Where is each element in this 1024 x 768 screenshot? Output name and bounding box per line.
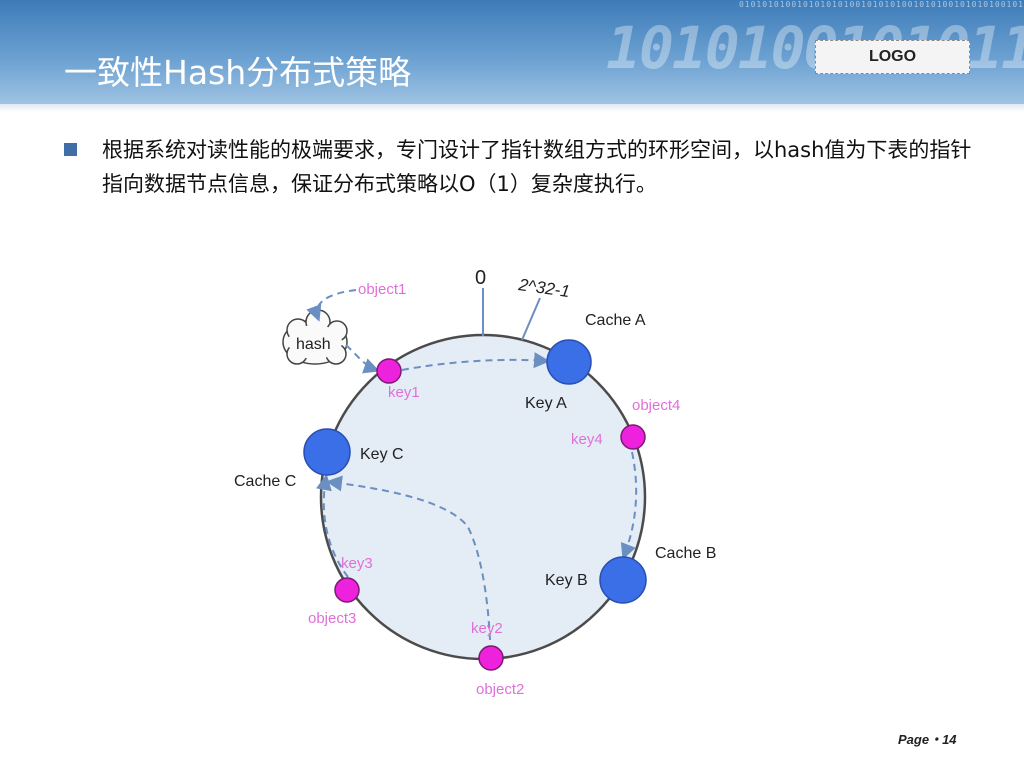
page-number: Page・14	[898, 732, 957, 747]
ring-end-tick	[521, 297, 541, 341]
key4-label: key4	[571, 431, 603, 448]
header-stripe	[0, 104, 1024, 112]
key3-label: key3	[341, 555, 373, 572]
hash-label: hash	[296, 336, 331, 353]
key-b-label: Key B	[545, 572, 588, 589]
logo-placeholder: LOGO	[815, 40, 970, 74]
slide-title: 一致性Hash分布式策略	[64, 53, 412, 92]
hash-to-key1-arrow	[345, 344, 380, 374]
key-a-label: Key A	[525, 395, 567, 412]
key4-node	[620, 424, 646, 450]
bullet-text: 根据系统对读性能的极端要求，专门设计了指针数组方式的环形空间，以hash值为下表…	[102, 138, 972, 196]
key2-to-cache-c-arrow	[326, 475, 491, 641]
object2-label: object2	[476, 681, 524, 698]
key3-node	[334, 577, 360, 603]
key2-label: key2	[471, 620, 503, 637]
key-c-label: Key C	[360, 446, 404, 463]
cache-a-label: Cache A	[585, 312, 646, 329]
bullet-square-icon	[64, 143, 77, 156]
object1-label: object1	[358, 281, 406, 298]
hash-cloud-icon	[282, 309, 348, 365]
cache-a-node	[546, 339, 592, 385]
object3-label: object3	[308, 610, 356, 627]
ring-end-label: 2^32-1	[516, 275, 571, 301]
cache-c-label: Cache C	[234, 473, 296, 490]
object4-label: object4	[632, 397, 680, 414]
cache-b-node	[599, 556, 647, 604]
ring-zero-label: 0	[475, 267, 486, 289]
object1-to-hash-arrow	[306, 289, 357, 322]
key1-node	[376, 358, 402, 384]
key4-to-cache-b-arrow	[620, 451, 638, 560]
key1-to-cache-a-arrow	[401, 352, 550, 371]
key1-label: key1	[388, 384, 420, 401]
hash-ring	[319, 333, 647, 661]
cache-b-label: Cache B	[655, 545, 716, 562]
cache-c-node	[303, 428, 351, 476]
header-decoration-binary: 0101010100101010101001010101001010100101…	[738, 0, 1024, 9]
key3-to-cache-c-arrow	[316, 474, 349, 578]
key2-node	[478, 645, 504, 671]
